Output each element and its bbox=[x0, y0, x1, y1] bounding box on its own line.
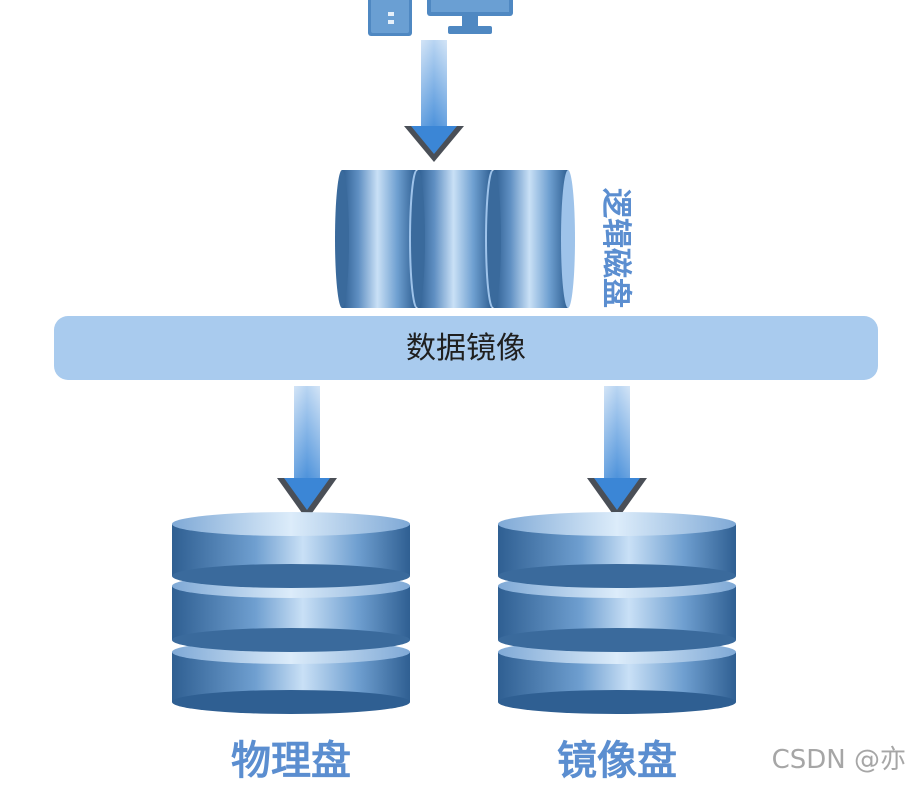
logical-disk-segment bbox=[487, 170, 575, 308]
arrow-to-logical-disk bbox=[404, 40, 464, 162]
physical-disk-label: 物理盘 bbox=[231, 738, 351, 784]
physical-disk-stack bbox=[172, 512, 410, 714]
monitor-icon bbox=[427, 0, 513, 34]
mirror-disk-stack bbox=[498, 512, 736, 714]
mirror-disk-label: 镜像盘 bbox=[557, 738, 677, 784]
data-mirroring-bar: 数据镜像 bbox=[54, 316, 878, 380]
data-mirroring-label: 数据镜像 bbox=[406, 331, 526, 366]
logical-disk-segment bbox=[411, 170, 499, 308]
watermark: CSDN @亦 bbox=[772, 745, 906, 775]
arrow-to-physical-disk bbox=[277, 386, 337, 520]
logical-disk-label: 逻辑磁盘 bbox=[598, 188, 633, 308]
arrow-to-mirror-disk bbox=[587, 386, 647, 520]
logical-disk bbox=[335, 170, 575, 308]
server-icon bbox=[368, 0, 412, 36]
logical-disk-segment bbox=[335, 170, 423, 308]
